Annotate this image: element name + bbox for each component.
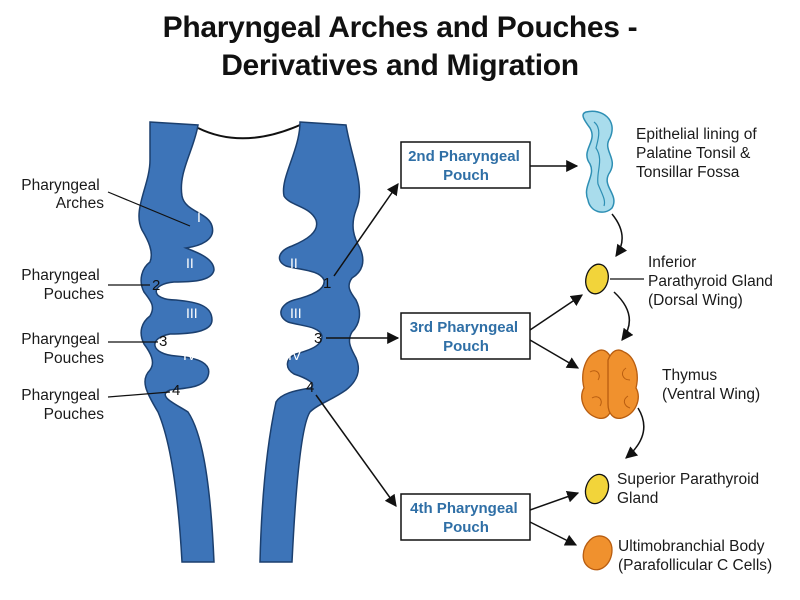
- label-pharyngeal-pouches-3: Pharyngeal Pouches: [21, 331, 104, 367]
- ultimobranchial-body: [582, 535, 613, 571]
- page-title-line-1: Pharyngeal Arches and Pouches -: [162, 11, 638, 44]
- label-superior-parathyroid: Superior Parathyroid Gland: [617, 471, 763, 507]
- arrow-box-4-to-ultimobranchial: [529, 521, 578, 546]
- arrow-box-4-to-superior-parathyroid: [529, 490, 580, 511]
- arch-numeral-left-2: II: [186, 255, 194, 271]
- migration-arrow-parathyroid-to-thymus: [613, 291, 634, 341]
- label-pharyngeal-arches: Pharyngeal Arches: [21, 177, 104, 212]
- pharynx-roof: [197, 124, 301, 140]
- arrow-pouch-1-to-box-2: [333, 183, 399, 277]
- box-3rd-pouch-label: 3rd Pharyngeal Pouch: [410, 319, 523, 355]
- migration-arrow-thymus-to-superior: [625, 407, 645, 459]
- right-pharyngeal-wall: [259, 121, 364, 563]
- leader-pouch-4: [107, 391, 171, 398]
- label-ultimobranchial: Ultimobranchial Body (Parafollicular C C…: [618, 538, 772, 574]
- arrow-box-3-to-inferior-parathyroid: [529, 294, 583, 331]
- arch-numeral-right-2: II: [290, 255, 298, 271]
- arch-numeral-right-1: I: [286, 209, 290, 225]
- label-tonsil-derivative: Epithelial lining of Palatine Tonsil & T…: [636, 126, 761, 181]
- leader-arches: [107, 191, 191, 227]
- superior-parathyroid-gland: [584, 473, 610, 505]
- pouch-number-left-4: 4: [172, 382, 180, 399]
- label-inferior-parathyroid: Inferior Parathyroid Gland (Dorsal Wing): [648, 254, 777, 309]
- box-2nd-pouch: [400, 141, 531, 189]
- arch-numeral-left-3: III: [186, 305, 198, 321]
- pouch-number-right-4: 4: [306, 379, 314, 396]
- box-4th-pouch-label: 4th Pharyngeal Pouch: [410, 500, 522, 536]
- box-4th-pouch: [400, 493, 531, 541]
- arch-numeral-left-4: IV: [183, 347, 197, 363]
- arch-numeral-right-4: IV: [288, 347, 302, 363]
- label-thymus: Thymus (Ventral Wing): [662, 367, 760, 403]
- arch-numeral-left-1: I: [197, 209, 201, 225]
- arrow-pouch-4-to-box-4: [315, 394, 397, 507]
- arch-numeral-right-3: III: [290, 305, 302, 321]
- inferior-parathyroid-gland: [585, 263, 609, 295]
- migration-arrow-tonsil-to-parathyroid: [611, 213, 628, 257]
- left-pharyngeal-wall: [138, 121, 215, 563]
- box-2nd-pouch-label: 2nd Pharyngeal Pouch: [408, 148, 524, 184]
- page-title-line-2: Derivatives and Migration: [221, 49, 579, 82]
- box-3rd-pouch: [400, 312, 531, 360]
- pouch-number-right-3: 3: [314, 330, 322, 347]
- label-pharyngeal-pouches-2: Pharyngeal Pouches: [21, 267, 104, 303]
- pouch-number-left-2: 2: [152, 277, 160, 294]
- arrow-box-3-to-thymus: [529, 339, 580, 369]
- thymus-illustration: [581, 349, 639, 420]
- pouch-number-right-1: 1: [323, 275, 331, 292]
- pouch-number-left-3: 3: [159, 333, 167, 350]
- palatine-tonsil-illustration: [582, 110, 615, 213]
- label-pharyngeal-pouches-4: Pharyngeal Pouches: [21, 387, 104, 423]
